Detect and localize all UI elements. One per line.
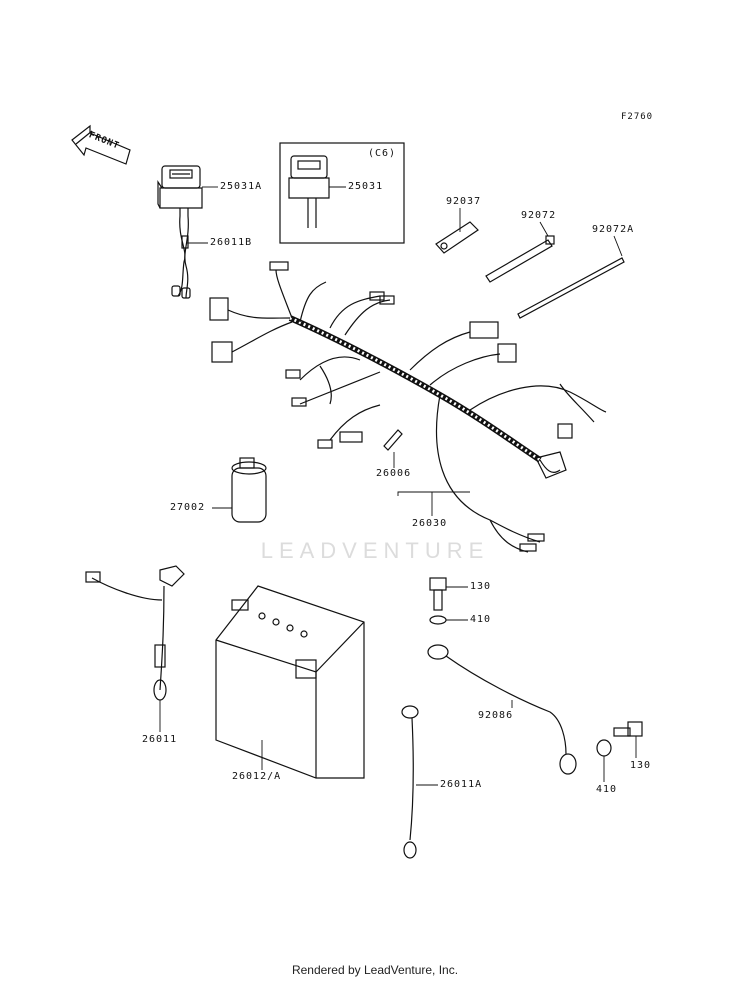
part-label-92072: 92072 xyxy=(521,210,557,221)
variant-box xyxy=(279,142,405,244)
battery-26012a xyxy=(215,585,365,779)
washer-410-bottom xyxy=(596,739,612,757)
part-label-26011b: 26011B xyxy=(210,237,253,248)
band-92072a xyxy=(517,257,625,319)
band-92072 xyxy=(485,235,555,283)
bolt-130-bottom xyxy=(613,721,643,737)
part-label-25031a: 25031A xyxy=(220,181,263,192)
part-label-27002: 27002 xyxy=(170,502,206,513)
part-label-410-top: 410 xyxy=(470,614,492,625)
pin-26006 xyxy=(383,429,403,451)
leader-lines xyxy=(159,186,637,786)
part-label-26030: 26030 xyxy=(412,518,448,529)
part-label-26011: 26011 xyxy=(142,734,178,745)
part-label-26012a: 26012/A xyxy=(232,771,282,782)
part-label-130-bottom: 130 xyxy=(630,760,652,771)
clamp-92037 xyxy=(435,221,479,254)
front-arrow-icon xyxy=(71,124,131,165)
part-label-130-top: 130 xyxy=(470,581,492,592)
footer-credit: Rendered by LeadVenture, Inc. xyxy=(291,963,459,977)
cable-92086 xyxy=(427,644,577,775)
cable-26011 xyxy=(85,565,185,701)
part-label-26011a: 26011A xyxy=(440,779,483,790)
harness-26011b xyxy=(171,215,191,299)
watermark: LEADVENTURE xyxy=(260,538,490,563)
main-harness-26030 xyxy=(209,261,607,553)
hour-meter-25031 xyxy=(288,155,330,228)
part-label-410-bottom: 410 xyxy=(596,784,618,795)
part-label-25031: 25031 xyxy=(348,181,384,192)
hour-meter-25031a xyxy=(157,165,203,216)
part-label-92037: 92037 xyxy=(446,196,482,207)
part-label-92086: 92086 xyxy=(478,710,514,721)
washer-410-top xyxy=(429,615,447,625)
variant-label: (C6) xyxy=(368,148,397,159)
bolt-130-top xyxy=(429,577,447,611)
part-label-26006: 26006 xyxy=(376,468,412,479)
part-label-92072a: 92072A xyxy=(592,224,635,235)
figure-code: F2760 xyxy=(621,112,654,122)
cable-26011a xyxy=(401,705,419,859)
relay-27002 xyxy=(231,457,267,523)
